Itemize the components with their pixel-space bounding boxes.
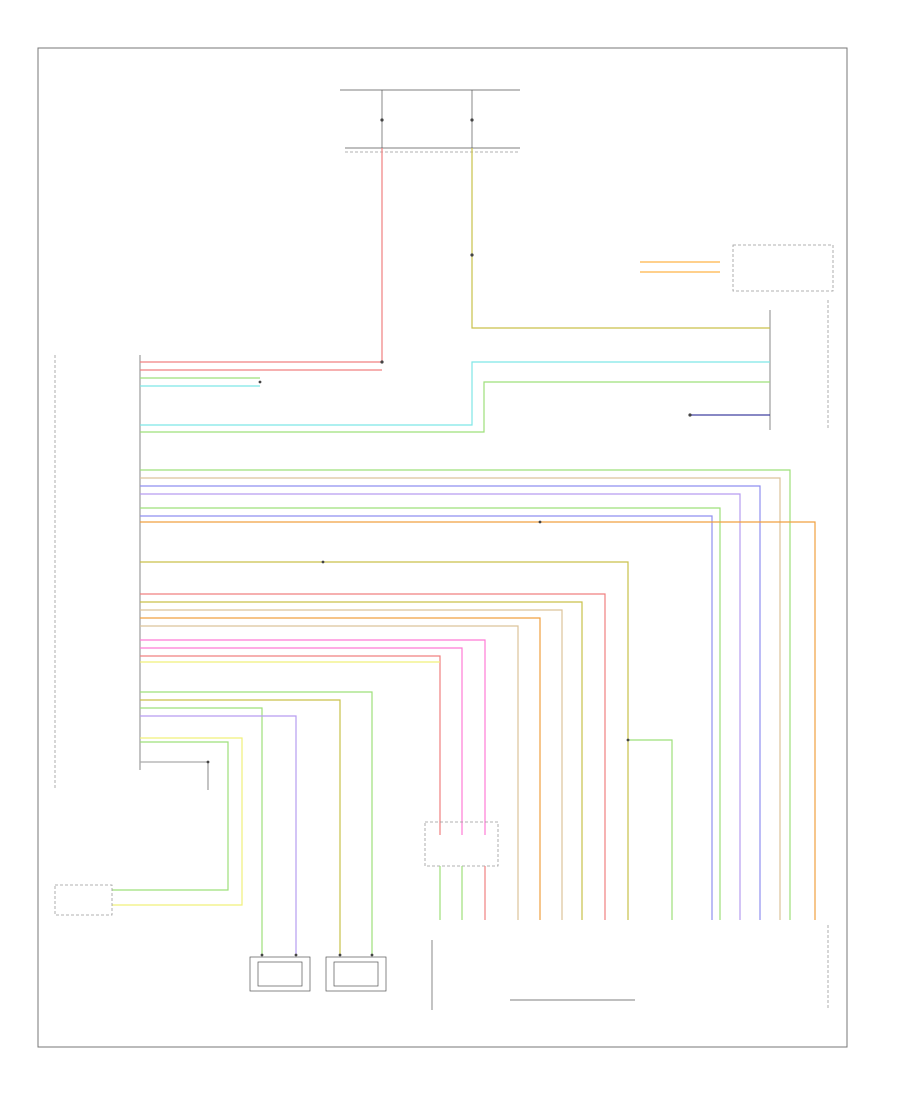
- right-module: [640, 244, 834, 430]
- harness-wires-right: [140, 469, 816, 920]
- input-speed-sensor: [325, 953, 387, 992]
- top-junction: [340, 89, 520, 153]
- speed-sensor-wires: [112, 691, 373, 955]
- range-sensor: [54, 884, 113, 916]
- pcm-connector: [54, 355, 141, 790]
- diagram-frame: [37, 47, 848, 1048]
- output-speed-sensor: [249, 953, 311, 992]
- shifter-block: [424, 821, 499, 1010]
- power-wires: [140, 148, 770, 433]
- harness-wires-middle: [140, 561, 673, 920]
- splice-points: [321, 560, 630, 742]
